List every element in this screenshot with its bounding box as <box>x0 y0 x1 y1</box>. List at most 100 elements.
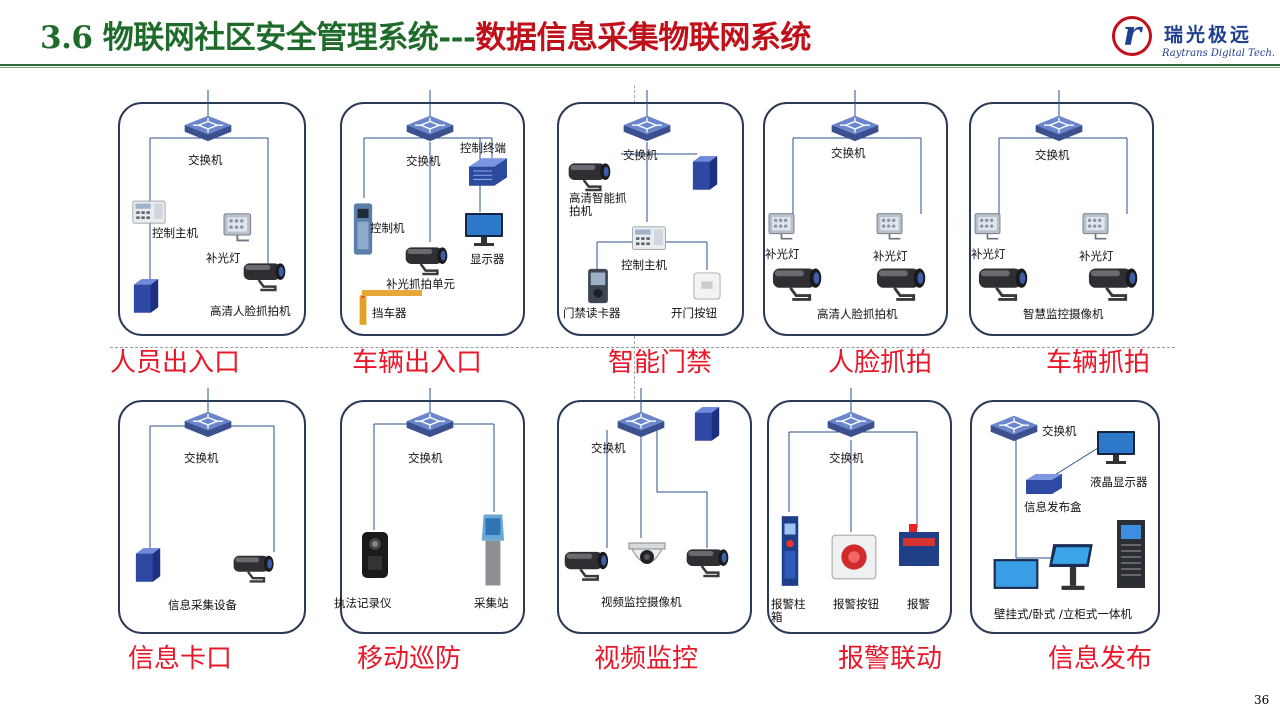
alarm-button-icon <box>831 534 877 580</box>
label-switch: 交换机 <box>406 154 441 168</box>
wall-screen-icon <box>992 558 1040 590</box>
label-all-in-one: 壁挂式/卧式 /立柜式一体机 <box>994 607 1132 621</box>
switch-icon <box>617 410 665 438</box>
switch-icon <box>406 114 454 142</box>
panel-vehicle-capture: 交换机 补光灯 补光灯 智慧监控摄像机 <box>969 90 1154 336</box>
caption-smart-access: 智能门禁 <box>608 348 713 378</box>
label-fill-light: 补光灯 <box>971 247 1006 261</box>
label-fill-light: 补光灯 <box>206 251 241 265</box>
label-lcd-monitor: 液晶显示器 <box>1090 475 1148 489</box>
label-smart-camera: 智慧监控摄像机 <box>1023 307 1104 321</box>
camera-icon <box>232 550 280 584</box>
label-switch: 交换机 <box>829 451 864 465</box>
panel-vehicle-entrance: 交换机 控制终端 控制机 显示器 补光抓拍单元 挡车器 <box>340 90 525 336</box>
label-switch: 交换机 <box>408 451 443 465</box>
server-icon <box>132 277 160 315</box>
face-camera-icon <box>875 262 933 302</box>
label-fill-light: 补光灯 <box>1079 249 1114 263</box>
dome-camera-icon <box>627 540 667 572</box>
logo-chinese-name: 瑞光极远 <box>1164 24 1253 46</box>
panel-personnel-entrance: 交换机 控制主机 补光灯 高清人脸抓拍机 <box>118 90 306 336</box>
label-control-terminal: 控制终端 <box>460 141 506 155</box>
server-icon <box>134 546 162 584</box>
logo-mark-icon: r <box>1112 16 1152 56</box>
caption-video-surveillance: 视频监控 <box>594 644 699 674</box>
publishing-box-icon <box>1024 472 1064 496</box>
keypad-icon <box>631 226 667 252</box>
label-smart-camera: 高清智能抓拍机 <box>569 191 627 218</box>
card-reader-icon <box>587 268 609 304</box>
panel-wiring <box>606 388 708 548</box>
panel-face-capture: 交换机 补光灯 补光灯 高清人脸抓拍机 <box>763 90 948 336</box>
label-door-button: 开门按钮 <box>671 306 717 320</box>
column-divider <box>634 85 635 625</box>
touch-kiosk-icon <box>1046 540 1100 592</box>
monitor-icon <box>464 212 504 248</box>
label-video-camera: 视频监控摄像机 <box>601 595 682 609</box>
label-switch: 交换机 <box>623 148 658 162</box>
page-title-main: 3.6 物联网社区安全管理系统--- <box>40 20 476 56</box>
company-logo: r 瑞光极远 Raytrans Digital Tech. <box>1110 14 1275 62</box>
caption-personnel-entrance: 人员出入口 <box>110 348 241 378</box>
fill-light-icon <box>767 212 801 242</box>
label-publishing-box: 信息发布盒 <box>1024 500 1082 514</box>
label-alarm-button: 报警按钮 <box>833 597 879 611</box>
label-card-reader: 门禁读卡器 <box>563 306 621 320</box>
label-switch: 交换机 <box>1042 424 1077 438</box>
keypad-icon <box>132 200 166 226</box>
label-switch: 交换机 <box>188 153 223 167</box>
label-face-camera: 高清人脸抓拍机 <box>817 307 898 321</box>
fill-light-icon <box>875 212 909 242</box>
label-alarm-post: 报警柱箱 <box>771 597 806 624</box>
fill-light-icon <box>973 212 1007 242</box>
alarm-post-icon <box>779 512 801 590</box>
alarm-box-icon <box>897 518 941 574</box>
server-icon <box>693 404 721 444</box>
fill-light-icon <box>1081 212 1115 242</box>
page-number: 36 <box>1254 693 1270 707</box>
label-alarm: 报警 <box>907 597 930 611</box>
page-title-highlight: 数据信息采集物联网系统 <box>475 20 811 56</box>
server-icon <box>691 154 719 192</box>
panel-smart-access: 交换机 高清智能抓拍机 控制主机 门禁读卡器 开门按钮 <box>557 90 744 336</box>
switch-icon <box>623 114 671 142</box>
label-collection-station: 采集站 <box>474 596 509 610</box>
lcd-monitor-icon <box>1096 430 1136 466</box>
panel-frame <box>118 400 306 634</box>
fill-light-icon <box>222 212 258 244</box>
panel-info-publishing: 交换机 液晶显示器 信息发布盒 壁挂式/卧式 /立柜式一体机 <box>970 400 1160 634</box>
bullet-camera-icon <box>563 546 615 582</box>
label-barrier: 挡车器 <box>372 306 407 320</box>
label-body-recorder: 执法记录仪 <box>334 596 392 610</box>
caption-alarm-linkage: 报警联动 <box>838 644 943 674</box>
caption-face-capture: 人脸抓拍 <box>828 348 933 378</box>
label-monitor: 显示器 <box>470 252 505 266</box>
caption-vehicle-entrance: 车辆出入口 <box>352 348 483 378</box>
control-terminal-icon <box>466 152 510 190</box>
switch-icon <box>827 410 875 438</box>
capture-camera-icon <box>404 242 454 276</box>
label-info-device: 信息采集设备 <box>168 598 237 612</box>
switch-icon <box>990 414 1038 442</box>
page-title: 3.6 物联网社区安全管理系统---数据信息采集物联网系统 <box>40 12 811 57</box>
caption-vehicle-capture: 车辆抓拍 <box>1046 348 1151 378</box>
header-rule <box>0 64 1280 66</box>
switch-icon <box>184 410 232 438</box>
label-switch: 交换机 <box>591 441 626 455</box>
label-control-host: 控制主机 <box>621 258 667 272</box>
surveillance-camera-icon <box>977 262 1035 302</box>
label-switch: 交换机 <box>1035 148 1070 162</box>
logo-english-name: Raytrans Digital Tech. <box>1162 48 1276 59</box>
label-fill-light: 补光灯 <box>873 249 908 263</box>
row-divider <box>110 347 1175 348</box>
panel-mobile-patrol: 交换机 执法记录仪 采集站 <box>334 388 525 634</box>
label-control-host: 控制主机 <box>152 226 198 240</box>
label-control-machine: 控制机 <box>370 221 405 235</box>
label-fill-light: 补光灯 <box>765 247 800 261</box>
label-capture-unit: 补光抓拍单元 <box>386 277 455 291</box>
caption-info-checkpoint: 信息卡口 <box>128 644 233 674</box>
cabinet-display-icon <box>1116 518 1146 590</box>
caption-mobile-patrol: 移动巡防 <box>357 644 462 674</box>
body-recorder-icon <box>360 530 390 580</box>
panel-alarm-linkage: 交换机 报警柱箱 报警按钮 报警 <box>767 388 952 634</box>
